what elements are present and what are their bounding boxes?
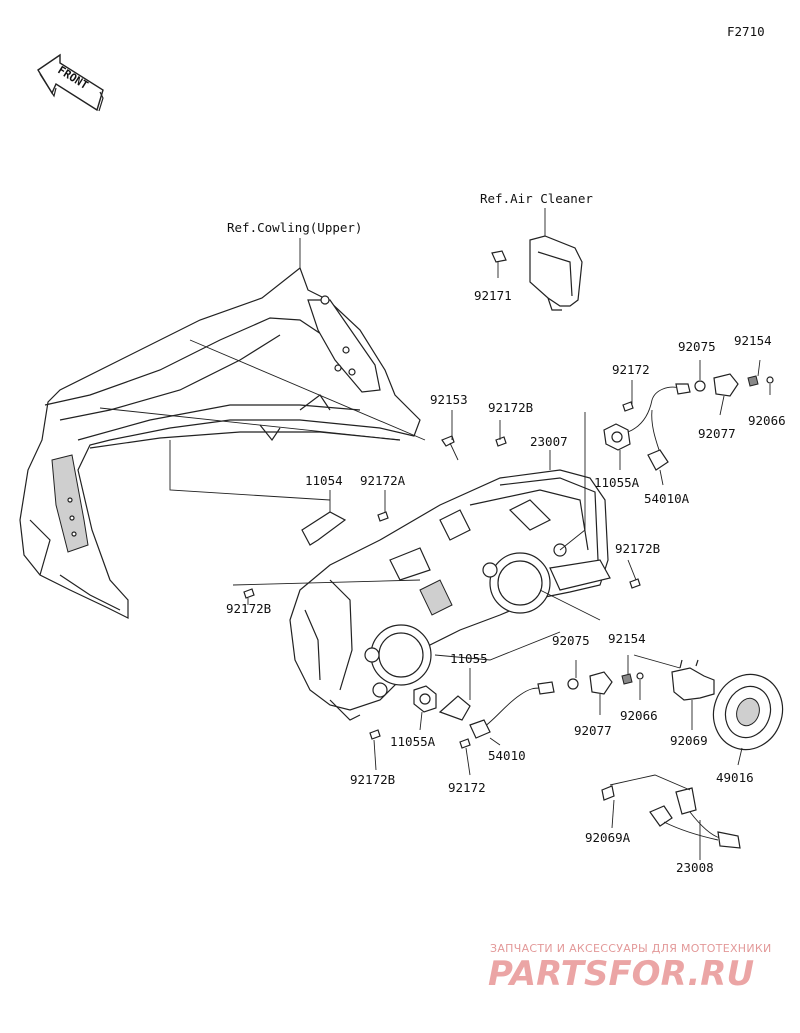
part-label-92077-bot: 92077 xyxy=(574,723,612,738)
part-label-92075-top: 92075 xyxy=(678,339,716,354)
part-label-92066-top: 92066 xyxy=(748,413,786,428)
part-label-11055: 11055 xyxy=(450,651,488,666)
part-label-92172a: 92172A xyxy=(360,473,406,488)
part-label-92066-bot: 92066 xyxy=(620,708,658,723)
screw-icons xyxy=(243,401,641,749)
part-label-11055a-bot: 11055A xyxy=(390,734,436,749)
part-label-92069a: 92069A xyxy=(585,830,631,845)
part-label-92172-bot: 92172 xyxy=(448,780,486,795)
ref-cowling-label: Ref.Cowling(Upper) xyxy=(227,220,362,235)
part-label-92172b-left: 92172B xyxy=(226,601,271,616)
top-bulb-assembly-drawing xyxy=(603,373,774,471)
part-label-92172b-bot: 92172B xyxy=(350,772,395,787)
part-label-92154-bot: 92154 xyxy=(608,631,646,646)
part-label-92172-top: 92172 xyxy=(612,362,650,377)
part-label-54010: 54010 xyxy=(488,748,526,763)
air-cleaner-drawing xyxy=(491,235,583,311)
watermark-brand: PARTSFOR.RU xyxy=(488,954,754,994)
part-label-11054: 11054 xyxy=(305,473,343,488)
figure-code: F2710 xyxy=(727,24,765,39)
part-label-54010a: 54010A xyxy=(644,491,690,506)
part-label-49016: 49016 xyxy=(716,770,754,785)
harness-23008-drawing xyxy=(601,785,741,849)
part-label-92077-top: 92077 xyxy=(698,426,736,441)
part-label-11055a-top: 11055A xyxy=(594,475,640,490)
leader-lines xyxy=(99,208,771,860)
ref-air-cleaner-label: Ref.Air Cleaner xyxy=(480,191,593,206)
cowling-upper-drawing xyxy=(19,267,421,619)
part-label-92172b-right: 92172B xyxy=(615,541,660,556)
part-label-92172b-top: 92172B xyxy=(488,400,533,415)
part-label-23007: 23007 xyxy=(530,434,568,449)
headlight-housing-drawing xyxy=(289,469,611,721)
dust-cover-49016-drawing xyxy=(712,673,784,751)
part-label-92069: 92069 xyxy=(670,733,708,748)
bracket-11054-drawing xyxy=(301,511,347,546)
part-label-23008: 23008 xyxy=(676,860,714,875)
part-label-92154-top: 92154 xyxy=(734,333,772,348)
part-label-92171: 92171 xyxy=(474,288,512,303)
bottom-bulb-assembly-drawing xyxy=(413,659,715,739)
watermark-subtitle: ЗАПЧАСТИ И АКСЕССУАРЫ ДЛЯ МОТОТЕХНИКИ xyxy=(490,942,772,955)
front-arrow-icon: FRONT xyxy=(37,53,104,112)
part-label-92153: 92153 xyxy=(430,392,468,407)
part-label-92075-bot: 92075 xyxy=(552,633,590,648)
